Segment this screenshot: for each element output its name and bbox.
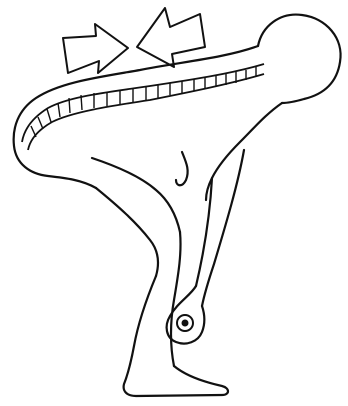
shin-outline — [171, 232, 181, 366]
vertebra — [31, 126, 36, 137]
body-outline — [14, 15, 341, 396]
arm-front-outline — [202, 150, 244, 306]
back-outline — [14, 46, 258, 188]
spine-icon — [22, 64, 264, 150]
weight-icon — [177, 315, 193, 331]
thigh-outline — [96, 188, 158, 276]
vertebra — [69, 98, 70, 113]
weight-inner — [182, 320, 189, 327]
head-outline — [258, 15, 341, 103]
vertebra — [38, 117, 43, 129]
arm-back-outline — [196, 178, 212, 286]
vertebra — [47, 109, 51, 122]
vertebra — [81, 95, 82, 110]
arrow-right-icon — [63, 24, 128, 73]
vertebra — [58, 103, 60, 117]
hip-fold — [176, 152, 188, 185]
arrow-left-icon — [137, 8, 205, 67]
